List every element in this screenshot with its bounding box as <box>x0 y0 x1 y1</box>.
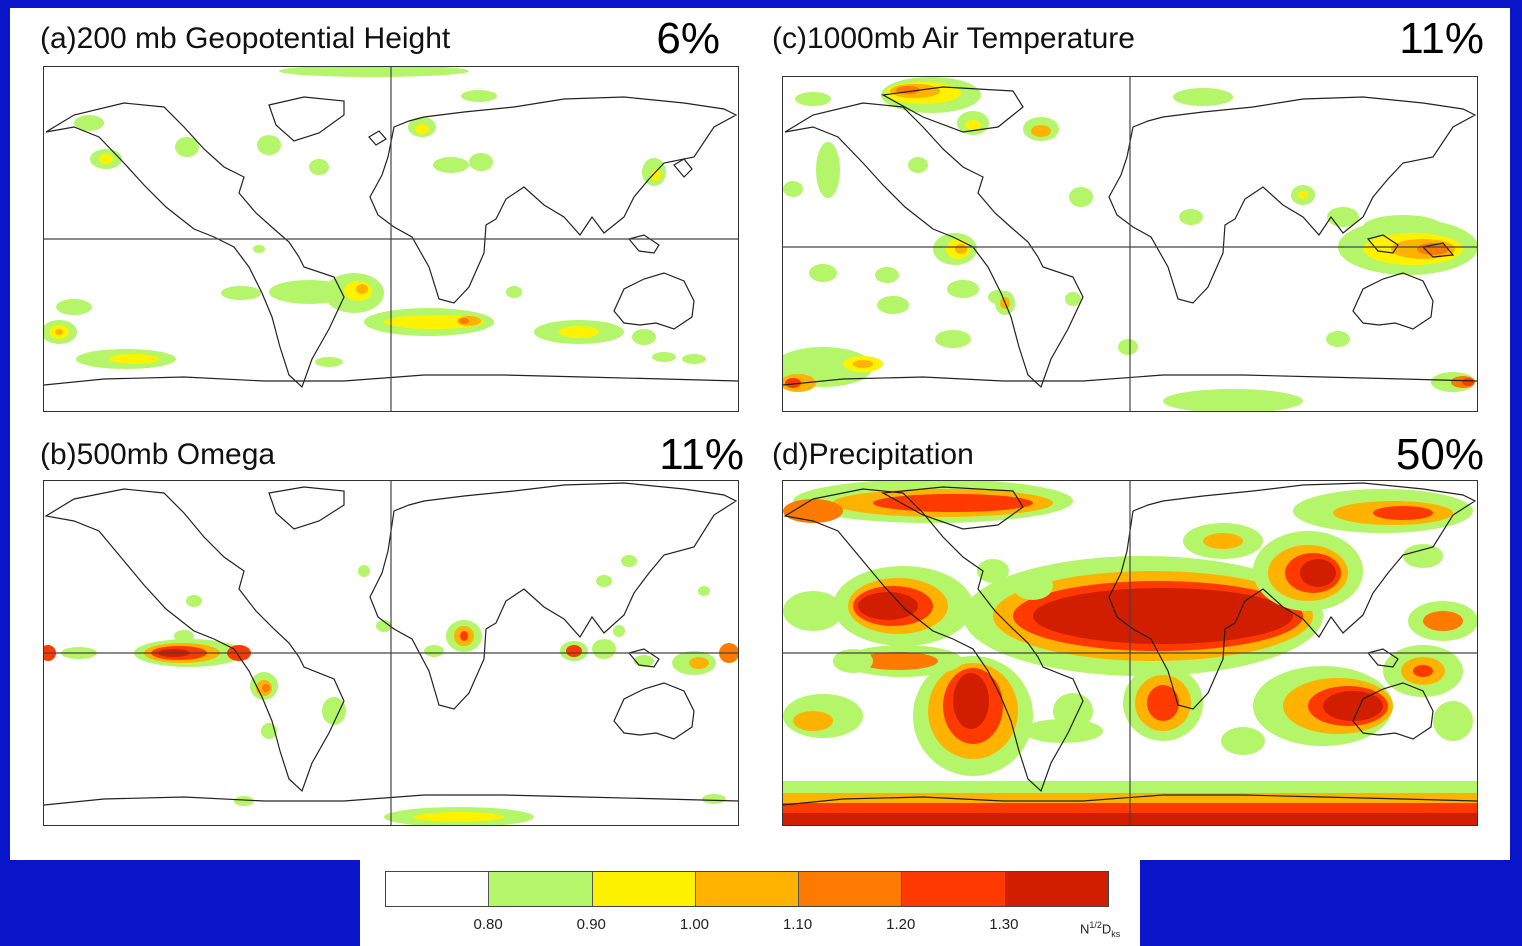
legend-color-bar <box>385 871 1109 907</box>
legend-unit-label: N1/2Dks <box>1080 920 1121 939</box>
panel-d-map-svg <box>783 481 1477 825</box>
panel-a-percent: 6% <box>656 14 720 63</box>
legend-swatch-1 <box>489 872 593 906</box>
legend-tick-label: 0.90 <box>576 916 606 933</box>
legend-tick-label: 1.20 <box>886 916 916 933</box>
legend-swatch-4 <box>799 872 903 906</box>
legend-tick-label: 0.80 <box>473 916 503 933</box>
anomaly-patches <box>44 555 738 825</box>
legend-swatch-3 <box>695 872 800 906</box>
coastlines <box>783 86 1477 389</box>
legend-tick-label: 1.10 <box>782 916 813 933</box>
legend-swatch-6 <box>1005 872 1108 906</box>
panel-b-percent: 11% <box>659 430 744 479</box>
panel-b-map-svg <box>44 481 738 825</box>
panel-a-map-svg <box>44 67 738 411</box>
legend-swatch-0 <box>386 872 490 906</box>
coastlines <box>44 482 738 806</box>
panel-c-percent: 11% <box>1399 14 1484 63</box>
legend-tick-label: 1.00 <box>679 916 710 933</box>
panel-a-map <box>43 66 739 412</box>
coastlines <box>783 482 1477 806</box>
legend-tick-label: 1.30 <box>989 916 1019 933</box>
panel-d-map <box>782 480 1478 826</box>
panel-c-map-svg <box>783 77 1477 411</box>
panel-c-title: (c)1000mb Air Temperature <box>772 22 1135 55</box>
panel-d-title: (d)Precipitation <box>772 438 974 471</box>
anomaly-patches <box>44 67 706 369</box>
panel-b-map <box>43 480 739 826</box>
legend-swatch-2 <box>592 872 696 906</box>
panel-b-title: (b)500mb Omega <box>40 438 276 471</box>
panel-c-map <box>782 76 1478 412</box>
legend-swatch-5 <box>902 872 1006 906</box>
panel-a-title: (a)200 mb Geopotential Height <box>40 22 451 55</box>
color-legend: 0.80 0.90 1.00 1.10 1.20 1.30 N1/2Dks <box>360 860 1140 946</box>
coastlines <box>44 96 738 389</box>
figure-sheet: (a)200 mb Geopotential Height 6% <box>10 8 1510 860</box>
panel-d-percent: 50% <box>1395 430 1484 479</box>
